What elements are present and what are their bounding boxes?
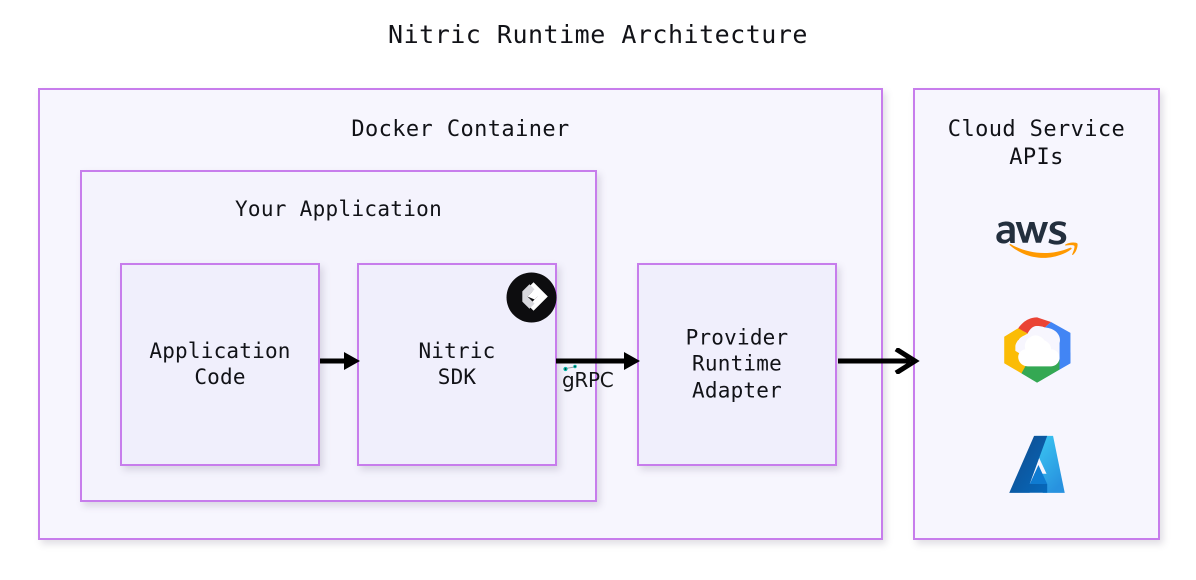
aws-logo-wrapper xyxy=(913,194,1160,268)
page-title: Nitric Runtime Architecture xyxy=(388,20,808,49)
arrow-sdk-to-adapter xyxy=(556,352,640,370)
arrow-code-to-sdk xyxy=(320,352,360,370)
application-code-box: Application Code xyxy=(120,263,320,466)
nitric-sdk-label: Nitric SDK xyxy=(418,338,496,390)
grpc-icon xyxy=(563,364,577,372)
google-cloud-logo-icon xyxy=(1003,317,1070,383)
nitric-logo-icon xyxy=(506,272,557,323)
azure-logo-wrapper xyxy=(913,424,1160,506)
your-application-label: Your Application xyxy=(234,197,443,221)
grpc-label: gRPC xyxy=(562,368,614,392)
provider-runtime-adapter-box: Provider Runtime Adapter xyxy=(637,263,837,466)
azure-logo-icon xyxy=(1008,435,1065,493)
application-code-label: Application Code xyxy=(149,338,291,390)
cloud-service-apis-box: Cloud Service APIs xyxy=(913,88,1160,540)
arrow-adapter-to-cloud xyxy=(838,348,920,374)
aws-logo-icon xyxy=(995,221,1078,258)
cloud-service-apis-label: Cloud Service APIs xyxy=(947,117,1126,171)
provider-runtime-adapter-label: Provider Runtime Adapter xyxy=(685,325,789,403)
google-cloud-logo-wrapper xyxy=(913,310,1160,390)
docker-container-label: Docker Container xyxy=(351,117,570,142)
nitric-sdk-box: Nitric SDK xyxy=(357,263,557,466)
